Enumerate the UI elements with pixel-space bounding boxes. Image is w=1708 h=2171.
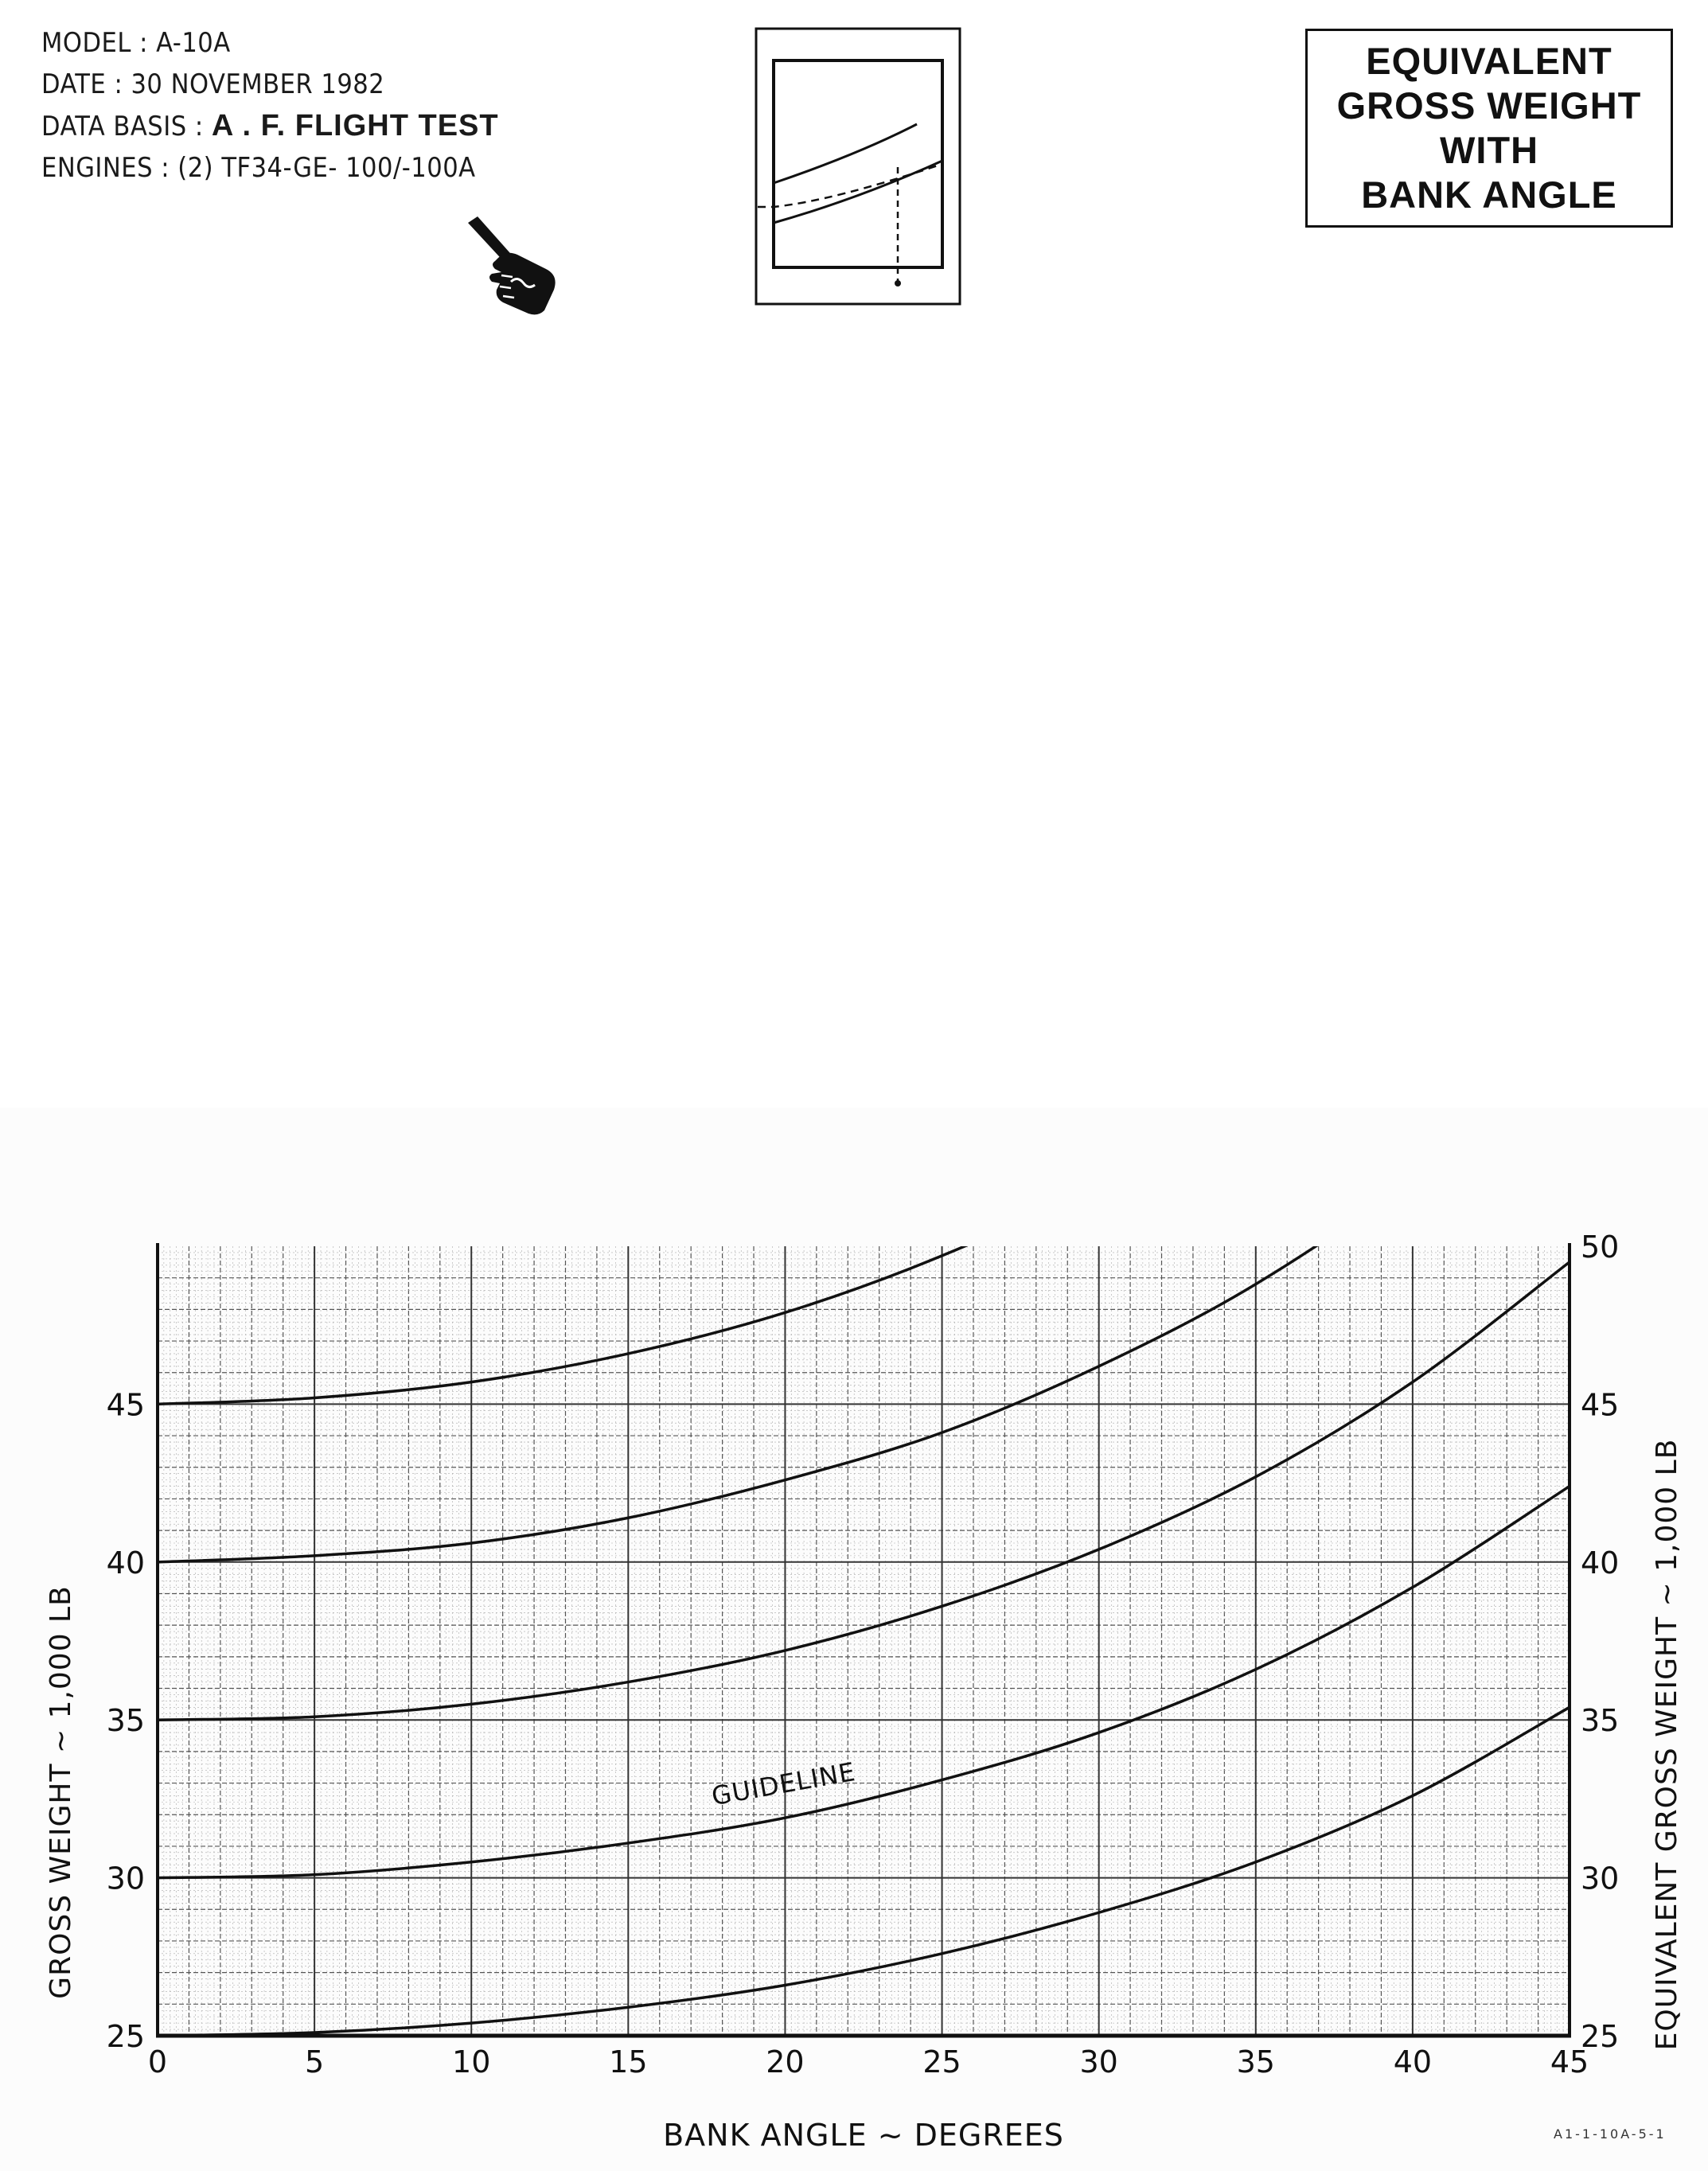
x-axis-label: BANK ANGLE ~ DEGREES (663, 2118, 1064, 2153)
y-tick-label-left: 30 (107, 1861, 145, 1896)
y-tick-label-left: 40 (107, 1545, 145, 1581)
y-tick-label-right: 50 (1581, 1230, 1619, 1265)
series-curve-2 (158, 1485, 1570, 1880)
y-axis-label-right: EQUIVALENT GROSS WEIGHT ~ 1,000 LB (1651, 1439, 1683, 2051)
guideline-annotation: GUIDELINE (709, 1756, 858, 1811)
series-curve-3 (158, 1261, 1570, 1721)
chart-header-info: MODEL : A-10A DATE : 30 NOVEMBER 1982 DA… (41, 22, 499, 189)
data-basis-value: A . F. FLIGHT TEST (211, 109, 499, 142)
y-tick-label-right: 45 (1581, 1387, 1619, 1422)
series-curve-1 (158, 1705, 1570, 2036)
data-basis-label: DATA BASIS : A . F. FLIGHT TEST (41, 105, 499, 147)
x-tick-label: 30 (1079, 2044, 1117, 2079)
x-tick-label: 0 (148, 2044, 167, 2079)
y-tick-label-right: 40 (1581, 1545, 1619, 1581)
x-tick-label: 15 (609, 2044, 647, 2079)
y-axis-label-left: GROSS WEIGHT ~ 1,000 LB (45, 1585, 77, 1999)
pointing-hand-icon (468, 216, 556, 315)
x-tick-label: 20 (766, 2044, 804, 2079)
x-tick-label: 10 (452, 2044, 490, 2079)
engines-label: ENGINES : (2) TF34-GE- 100/-100A (41, 152, 476, 184)
y-tick-label-right: 30 (1581, 1861, 1619, 1896)
data-basis-prefix: DATA BASIS : (41, 111, 212, 142)
y-tick-label-right: 25 (1581, 2019, 1619, 2054)
series-curve-4 (158, 1246, 1319, 1564)
y-tick-label-left: 45 (107, 1387, 145, 1422)
y-tick-label-left: 35 (107, 1703, 145, 1738)
model-label: MODEL : A-10A (41, 27, 231, 59)
figure-id: A1-1-10A-5-1 (1554, 2126, 1667, 2142)
chart-title-box: EQUIVALENT GROSS WEIGHT WITH BANK ANGLE (1305, 29, 1673, 228)
series-curve-5 (158, 1246, 969, 1406)
x-tick-label: 25 (922, 2044, 961, 2079)
x-tick-label: 40 (1394, 2044, 1432, 2079)
x-tick-label: 35 (1237, 2044, 1275, 2079)
x-tick-label: 5 (305, 2044, 324, 2079)
y-tick-label-left: 25 (107, 2019, 145, 2054)
chart-usage-inset-icon (755, 27, 961, 306)
y-tick-label-right: 35 (1581, 1703, 1619, 1738)
x-tick-label: 45 (1550, 2044, 1589, 2079)
chart-background (0, 1108, 1708, 2171)
date-label: DATE : 30 NOVEMBER 1982 (41, 68, 385, 100)
